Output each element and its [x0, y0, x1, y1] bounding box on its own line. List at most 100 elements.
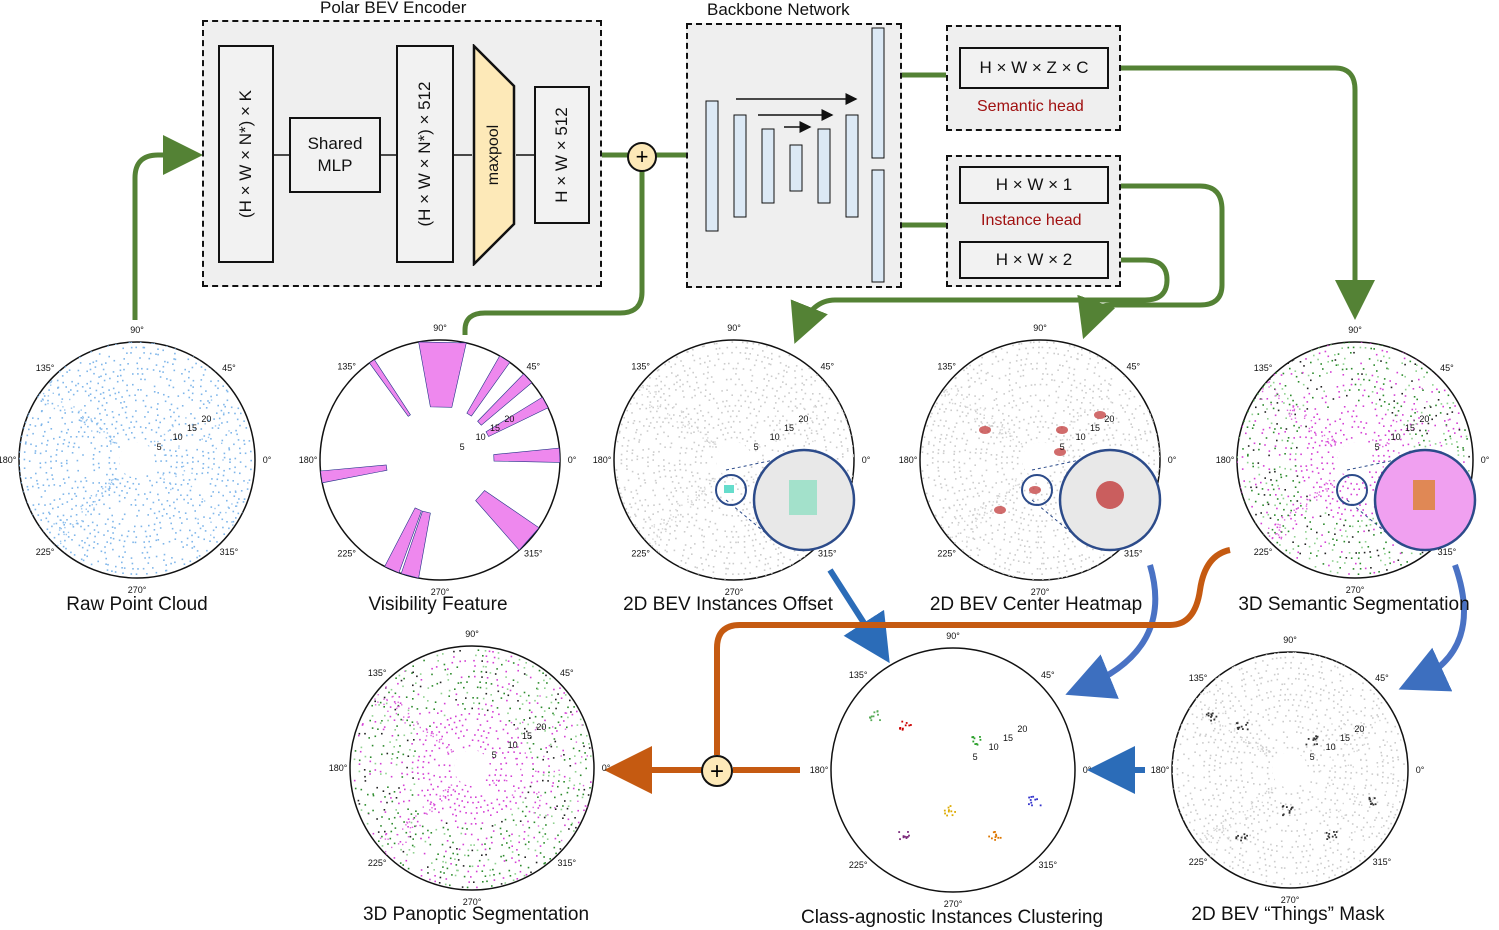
ring-label: 10 — [770, 432, 780, 442]
degree-label: 135° — [1254, 363, 1273, 373]
degree-label: 45° — [1440, 363, 1454, 373]
degree-label: 270° — [463, 897, 482, 907]
arrow-seg-to-panoptic-plus — [714, 547, 1231, 755]
ring-label: 15 — [522, 731, 532, 741]
degree-label: 45° — [1041, 670, 1055, 680]
ring-label: 20 — [1354, 724, 1364, 734]
degree-label: 180° — [0, 455, 17, 465]
ring-label: 10 — [1076, 432, 1086, 442]
degree-label: 270° — [1031, 587, 1050, 597]
degree-label: 315° — [557, 858, 576, 868]
ring-label: 10 — [173, 432, 183, 442]
degree-label: 0° — [263, 455, 272, 465]
degree-label: 180° — [299, 455, 318, 465]
plus-bottom-symbol: + — [710, 758, 724, 785]
ring-label: 5 — [1060, 442, 1065, 452]
degree-label: 315° — [220, 547, 239, 557]
degree-label: 45° — [1375, 673, 1389, 683]
ring-label: 5 — [460, 442, 465, 452]
shared-mlp-box: Shared MLP — [289, 117, 381, 193]
degree-label: 90° — [1348, 325, 1362, 335]
degree-label: 135° — [937, 362, 956, 372]
degree-label: 90° — [433, 323, 447, 333]
degree-label: 225° — [337, 548, 356, 558]
degree-label: 90° — [465, 629, 479, 639]
degree-label: 90° — [1033, 323, 1047, 333]
degree-label: 180° — [329, 763, 348, 773]
orange-flow-arrows — [604, 547, 1231, 794]
degree-label: 135° — [849, 670, 868, 680]
ring-label: 10 — [508, 740, 518, 750]
polar-disc-cluster — [830, 647, 1076, 893]
degree-label: 135° — [36, 363, 55, 373]
polar-panels: 90° 45° 0° 315° 270° 225° 180° 135° 5 10 15 20 90° 45… — [0, 323, 1490, 909]
ring-label: 20 — [504, 414, 514, 424]
ring-label: 10 — [1326, 742, 1336, 752]
degree-label: 0° — [602, 763, 611, 773]
arrow-heatmap-to-cluster — [1065, 564, 1159, 699]
degree-label: 180° — [899, 455, 918, 465]
caption-visibility: Visibility Feature — [368, 594, 508, 615]
ring-label: 5 — [754, 442, 759, 452]
degree-label: 315° — [1373, 857, 1392, 867]
caption-semantic: 3D Semantic Segmentation — [1238, 594, 1470, 615]
degree-label: 180° — [593, 455, 612, 465]
arrow-semantic-to-seg — [1110, 65, 1375, 320]
degree-label: 315° — [1038, 860, 1057, 870]
ring-label: 15 — [1003, 733, 1013, 743]
degree-label: 0° — [1416, 765, 1425, 775]
ring-label: 20 — [1104, 414, 1114, 424]
degree-label: 270° — [944, 899, 963, 909]
caption-heatmap: 2D BEV Center Heatmap — [929, 594, 1143, 615]
degree-label: 315° — [524, 548, 543, 558]
degree-label: 270° — [431, 587, 450, 597]
ring-label: 5 — [973, 752, 978, 762]
arrow-raw-to-encoder — [132, 135, 203, 320]
encoder-connectors — [274, 154, 534, 156]
degree-label: 45° — [820, 362, 834, 372]
plus-top-symbol: + — [636, 144, 649, 169]
encoder-out-shape: H × W × 512 — [534, 86, 590, 224]
plus-top: + — [627, 142, 657, 172]
degree-label: 315° — [1124, 548, 1143, 558]
degree-label: 315° — [818, 548, 837, 558]
degree-label: 45° — [560, 668, 574, 678]
ring-label: 15 — [1405, 423, 1415, 433]
semantic-head-shape: H × W × Z × C — [959, 47, 1109, 89]
unet-bars — [705, 27, 885, 283]
degree-label: 90° — [1283, 635, 1297, 645]
ring-label: 20 — [798, 414, 808, 424]
arrow-center-to-heatmap — [1077, 183, 1225, 340]
arrow-offset-to-offsetmap — [790, 257, 1170, 344]
ring-label: 5 — [492, 750, 497, 760]
degree-label: 45° — [222, 363, 236, 373]
degree-label: 90° — [130, 325, 144, 335]
instance-offset-shape: H × W × 2 — [959, 241, 1109, 279]
caption-raw: Raw Point Cloud — [66, 594, 208, 615]
ring-label: 15 — [1340, 733, 1350, 743]
degree-label: 0° — [568, 455, 577, 465]
degree-label: 180° — [810, 765, 829, 775]
ring-label: 20 — [201, 414, 211, 424]
degree-label: 225° — [36, 547, 55, 557]
degree-label: 225° — [631, 548, 650, 558]
caption-things: 2D BEV “Things” Mask — [1191, 904, 1385, 925]
degree-label: 0° — [1168, 455, 1177, 465]
blue-flow-arrows — [827, 564, 1467, 794]
degree-label: 135° — [631, 362, 650, 372]
degree-label: 225° — [368, 858, 387, 868]
ring-label: 15 — [187, 423, 197, 433]
degree-label: 270° — [128, 585, 147, 595]
caption-panoptic: 3D Panoptic Segmentation — [362, 904, 590, 925]
ring-label: 5 — [1310, 752, 1315, 762]
arrow-visibility-to-plus — [462, 170, 645, 335]
degree-label: 90° — [727, 323, 741, 333]
caption-cluster: Class-agnostic Instances Clustering — [800, 907, 1104, 928]
